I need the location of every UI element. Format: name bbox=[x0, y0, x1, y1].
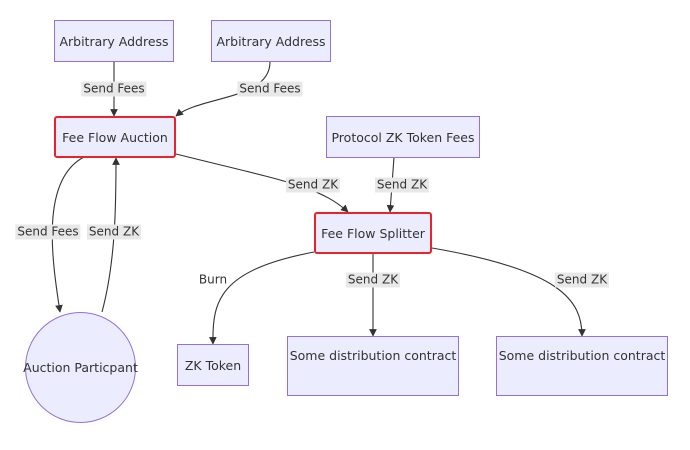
edge-label-ffa-participant: Send Fees bbox=[15, 224, 81, 240]
node-label: Arbitrary Address bbox=[216, 33, 326, 49]
node-arbitrary-address-2: Arbitrary Address bbox=[211, 20, 331, 62]
node-label: Some distribution contract bbox=[289, 348, 457, 363]
node-distribution-contract-2: Some distribution contract bbox=[496, 336, 668, 396]
node-label: Arbitrary Address bbox=[59, 33, 169, 49]
node-label: Fee Flow Splitter bbox=[321, 225, 425, 241]
node-label: Protocol ZK Token Fees bbox=[331, 129, 475, 145]
node-protocol-zk-token-fees: Protocol ZK Token Fees bbox=[326, 116, 480, 158]
node-auction-participant: Auction Particpant bbox=[23, 312, 138, 423]
edge-label-participant-ffa: Send ZK bbox=[86, 224, 142, 240]
node-label: Some distribution contract bbox=[498, 348, 666, 363]
edge-label-ffa-ffs: Send ZK bbox=[285, 177, 341, 193]
node-label: Fee Flow Auction bbox=[62, 129, 168, 145]
node-label: ZK Token bbox=[184, 357, 242, 373]
node-arbitrary-address-1: Arbitrary Address bbox=[54, 20, 174, 62]
edge-label-ffs-zktoken: Burn bbox=[198, 272, 228, 287]
edge-label-arb2-ffa: Send Fees bbox=[237, 81, 303, 97]
node-zk-token: ZK Token bbox=[177, 344, 249, 386]
edge-ffa-to-participant bbox=[51, 156, 85, 313]
edge-ffs-to-zktoken bbox=[208, 251, 315, 345]
node-fee-flow-auction: Fee Flow Auction bbox=[54, 116, 176, 158]
edge-label-ffs-dist1: Send ZK bbox=[345, 272, 401, 288]
node-distribution-contract-1: Some distribution contract bbox=[287, 336, 459, 396]
edge-ffs-to-dist2 bbox=[431, 247, 586, 337]
edge-arb2-to-ffa bbox=[175, 61, 271, 117]
edge-label-arb1-ffa: Send Fees bbox=[81, 81, 147, 97]
edge-label-protocol-ffs: Send ZK bbox=[374, 177, 430, 193]
node-fee-flow-splitter: Fee Flow Splitter bbox=[314, 212, 432, 254]
edge-label-ffs-dist2: Send ZK bbox=[554, 272, 610, 288]
node-label: Auction Particpant bbox=[23, 360, 138, 375]
